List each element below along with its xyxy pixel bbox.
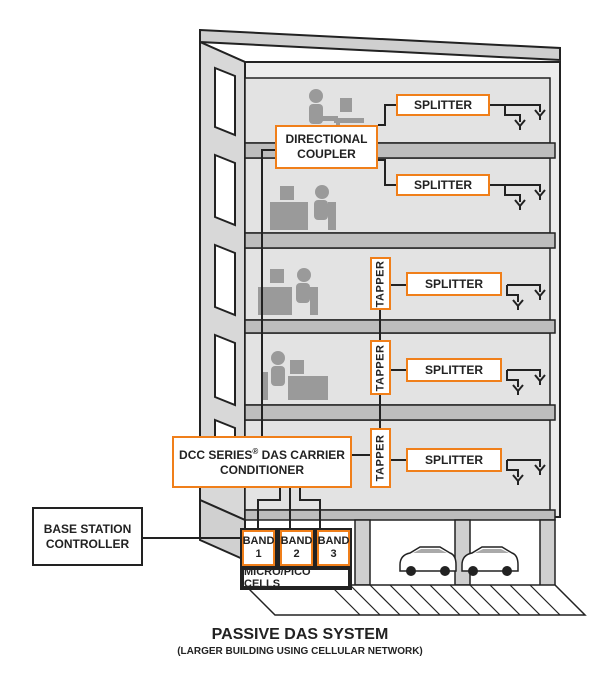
car-icon bbox=[461, 546, 519, 576]
tapper-box-2: TAPPER bbox=[370, 340, 391, 395]
tapper-box-3: TAPPER bbox=[370, 428, 391, 488]
dcc-conditioner-box: DCC SERIES® DAS CARRIER CONDITIONER bbox=[172, 436, 352, 488]
splitter-box-3: SPLITTER bbox=[406, 272, 502, 296]
splitter-box-2: SPLITTER bbox=[396, 174, 490, 196]
diagram-title: PASSIVE DAS SYSTEM bbox=[211, 626, 389, 643]
dcc-line-2: CONDITIONER bbox=[220, 462, 304, 477]
micro-pico-cells-label: MICRO/PICO CELLS bbox=[244, 566, 348, 590]
antenna-feeds bbox=[490, 104, 541, 477]
splitter-box-1: SPLITTER bbox=[396, 94, 490, 116]
tapper-box-1: TAPPER bbox=[370, 257, 391, 310]
floor-slabs bbox=[244, 142, 556, 521]
antenna-icon bbox=[512, 109, 546, 485]
office-worker-icon bbox=[262, 351, 328, 400]
office-worker-icon bbox=[258, 268, 318, 315]
office-worker-icon bbox=[270, 185, 336, 230]
directional-coupler-box: DIRECTIONAL COUPLER bbox=[275, 125, 378, 169]
band-3-box: BAND 3 bbox=[317, 530, 350, 566]
garage-columns bbox=[354, 519, 371, 586]
cables bbox=[143, 104, 406, 539]
diagram-subtitle: (LARGER BUILDING USING CELLULAR NETWORK) bbox=[177, 646, 423, 657]
band-2-box: BAND 2 bbox=[280, 530, 313, 566]
splitter-box-4: SPLITTER bbox=[406, 358, 502, 382]
tapper-label: TAPPER bbox=[374, 434, 387, 482]
roof bbox=[199, 28, 561, 62]
band-1-box: BAND 1 bbox=[242, 530, 275, 566]
parking-stripes bbox=[329, 584, 561, 616]
parking-lot bbox=[243, 584, 587, 616]
base-station-controller-box: BASE STATION CONTROLLER bbox=[32, 507, 143, 566]
tapper-label: TAPPER bbox=[374, 260, 387, 307]
splitter-box-5: SPLITTER bbox=[406, 448, 502, 472]
dcc-line-1: DCC SERIES® DAS CARRIER bbox=[179, 446, 345, 462]
car-icon bbox=[399, 546, 457, 576]
tapper-label: TAPPER bbox=[374, 344, 387, 391]
